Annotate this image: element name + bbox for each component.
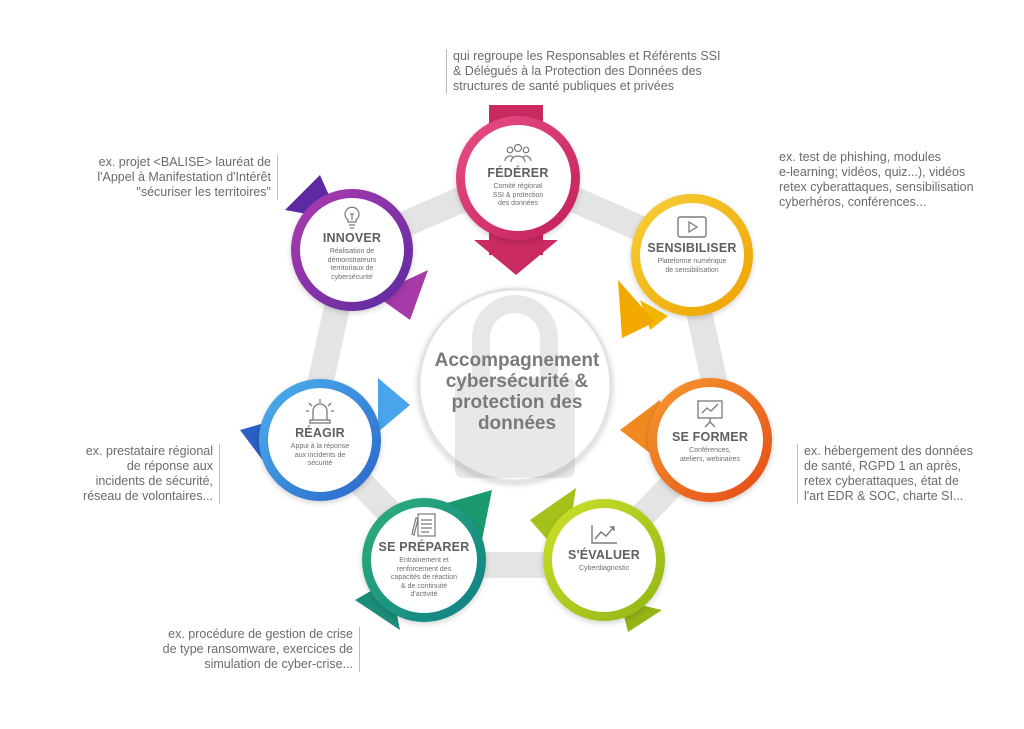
node-title: RÉAGIR: [295, 426, 345, 440]
lightbulb-icon: [344, 206, 360, 229]
node-s-evaluer: S'ÉVALUER Cyberdiagnostic: [550, 522, 658, 574]
node-s-evaluer-circle: [543, 499, 665, 621]
node-se-preparer-circle: [362, 498, 486, 622]
node-title: SE PRÉPARER: [378, 540, 470, 554]
node-sensibiliser-circle: [631, 194, 753, 316]
center-circle: [417, 287, 613, 483]
node-title: S'ÉVALUER: [568, 548, 640, 562]
padlock-icon: [455, 295, 575, 478]
trend-chart-icon: [591, 525, 617, 544]
node-innover-circle: [291, 189, 413, 311]
note-federer: qui regroupe les Responsables et Référen…: [446, 49, 721, 94]
node-se-former: SE FORMER Conférences,ateliers, webinair…: [656, 398, 764, 464]
node-title: FÉDÉRER: [487, 166, 549, 180]
sensibiliser-arrow: [618, 280, 668, 338]
checklist-pen-icon: [411, 513, 436, 537]
node-title: SENSIBILISER: [647, 241, 737, 255]
alarm-siren-icon: [306, 399, 334, 424]
center-title: Accompagnement cybersécurité & protectio…: [412, 350, 622, 434]
center-title-line: protection des: [451, 392, 583, 413]
node-title: SE FORMER: [671, 430, 749, 444]
presentation-board-icon: [697, 400, 723, 428]
center-title-line: cybersécurité &: [445, 371, 589, 392]
node-federer-circle: [456, 116, 580, 240]
node-description: Conférences,ateliers, webinaires: [680, 447, 740, 463]
center-title-line: Accompagnement: [434, 350, 600, 371]
people-group-icon: [504, 143, 532, 163]
video-play-icon: [677, 216, 707, 238]
center-title-line: données: [477, 413, 557, 434]
node-description: Cyberdiagnostic: [578, 565, 630, 572]
node-reagir-circle: [259, 379, 381, 501]
node-se-former-circle: [648, 378, 772, 502]
node-title: INNOVER: [322, 231, 382, 245]
